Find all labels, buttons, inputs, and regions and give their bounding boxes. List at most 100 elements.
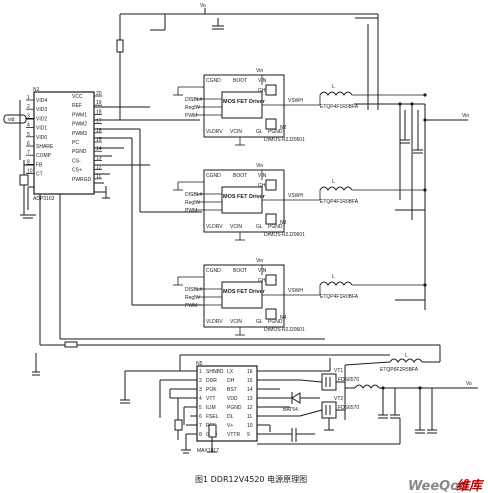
resistor-ref xyxy=(208,424,217,438)
adp-left-pin-number: 7 xyxy=(27,150,30,156)
adp-left-pin-number: 3 xyxy=(27,113,30,119)
output-bus: Vin xyxy=(354,102,469,310)
vt1-part: FDS6570 xyxy=(338,377,359,383)
high-side-fet xyxy=(265,84,277,96)
max-left-pin-number: 1 xyxy=(199,369,202,375)
adp-left-pin-name: SHARE xyxy=(36,144,54,150)
max-right-pin-number: 14 xyxy=(247,387,253,393)
adp-left-pin-name: FB xyxy=(36,162,43,168)
max-nets xyxy=(120,354,401,454)
drmos-bottom-pin: PGND xyxy=(268,224,283,230)
vid-label: vid xyxy=(8,117,15,123)
adp-left-pin-number: 4 xyxy=(27,123,30,129)
max-right-pin-name: BST xyxy=(227,387,237,393)
high-side-fet xyxy=(265,274,277,286)
max-left-pin-name: ILIM xyxy=(206,405,216,411)
mosfet-vt1 xyxy=(321,373,337,391)
max-left-pin-number: 5 xyxy=(199,405,202,411)
max-left-pin-number: 2 xyxy=(199,378,202,384)
diode-label: BAT54 xyxy=(283,407,298,413)
max-right-pin-number: 11 xyxy=(247,414,252,420)
adp-compensation xyxy=(19,160,36,219)
drmos-part: DrMOS R2J20601 xyxy=(264,137,305,143)
max-left-pin-name: VTT xyxy=(206,396,215,402)
max-left-pin-name: FSEL xyxy=(206,414,219,420)
adp-right-pin-number: 12 xyxy=(96,165,102,171)
max-ref: N5 xyxy=(196,361,203,367)
low-side-fet xyxy=(265,213,277,225)
drmos-top-pin: BOOT xyxy=(233,78,247,84)
drmos-bottom-pin: PGND xyxy=(268,319,283,325)
max-right-pin-number: 13 xyxy=(247,396,253,402)
adp-left-pin-number: 6 xyxy=(27,141,30,147)
drmos-vin-label: Vin xyxy=(256,258,263,264)
top-rail-label: Vo xyxy=(200,3,206,9)
max-left-pin-number: 8 xyxy=(199,432,202,438)
driver-core-label: MOS FET Driver xyxy=(223,289,266,295)
drmos-right-pin: VSWH xyxy=(288,288,303,294)
adp-right-pin-name: PC xyxy=(72,140,79,146)
adp-right-pin-name: CS- xyxy=(72,158,81,164)
drmos-ref: N3 xyxy=(280,220,287,226)
adp-left-pin-name: CT xyxy=(36,172,43,178)
drmos-bottom-pin: PGND xyxy=(268,129,283,135)
max-left-pin-name: DDR xyxy=(206,378,217,384)
adp-output-nets xyxy=(94,106,202,306)
resistor-r-top xyxy=(116,39,124,53)
mosfet-driver-core xyxy=(221,281,263,309)
mosfet-driver-core xyxy=(221,186,263,214)
feedback-bus xyxy=(32,194,440,376)
drmos-top-pin: CGND xyxy=(206,173,221,179)
max-right-pin-number: 12 xyxy=(247,405,253,411)
max-right-pin-name: PGND xyxy=(227,405,242,411)
low-side-fet xyxy=(265,308,277,320)
adp-left-pin-name: VID3 xyxy=(36,107,47,113)
high-side-fet xyxy=(265,179,277,191)
adp-right-pin-number: 16 xyxy=(96,128,102,134)
mosfet-vt2 xyxy=(321,401,337,419)
driver-core-label: MOS FET Driver xyxy=(223,194,266,200)
drmos-bottom-pin: VCIN xyxy=(230,224,242,230)
adp-right-pin-number: 17 xyxy=(96,119,102,125)
drmos-bottom-pin: GL xyxy=(256,224,263,230)
max-right-pin-number: 10 xyxy=(247,423,253,429)
adp-right-pin-number: 15 xyxy=(96,137,102,143)
adp-left-pin-name: VID4 xyxy=(36,98,47,104)
output-inductor xyxy=(319,281,353,286)
vt2-ref: VT2 xyxy=(334,396,343,402)
diode-bat54 xyxy=(291,392,301,404)
max-right-pin-name: V+ xyxy=(227,423,233,429)
output-inductor xyxy=(319,91,353,96)
max-left-pin-number: 3 xyxy=(199,387,202,393)
max-left-pin-number: 7 xyxy=(199,423,202,429)
inductor-ref: L xyxy=(332,274,335,280)
inductor-ref: L xyxy=(332,84,335,90)
max-left-pin-name: POK xyxy=(206,387,217,393)
drmos-left-pin: DISBL# xyxy=(185,287,202,293)
inductor-part: ETQP4F1R0BFA xyxy=(320,104,359,110)
adp-ref: N1 xyxy=(33,87,40,93)
adp-right-pin-name: REF xyxy=(72,103,82,109)
max-inductor-part: ETQP6F2R5BFA xyxy=(380,367,419,373)
max-right-pin-name: DL xyxy=(227,414,234,420)
max-left-pin-name: SHNBD xyxy=(206,369,224,375)
adp-right-pin-name: CS+ xyxy=(72,168,82,174)
resistor-ilim xyxy=(174,419,183,431)
mosfet-driver-core xyxy=(221,91,263,119)
inductor-part: ETQP4F1R0BFA xyxy=(320,199,359,205)
max-left-pin-number: 4 xyxy=(199,396,202,402)
adp-right-pin-name: PGND xyxy=(72,149,87,155)
drmos-top-pin: CGND xyxy=(206,78,221,84)
vt1-ref: VT1 xyxy=(334,368,343,374)
drmos-bottom-pin: VCIN xyxy=(230,319,242,325)
vid-input: vid xyxy=(3,100,34,160)
adp-left-pin-number: 10 xyxy=(27,169,33,175)
vo-output-label: Vo xyxy=(466,381,472,387)
adp-right-pin-number: 18 xyxy=(96,109,102,115)
max-right-pin-number: 16 xyxy=(247,369,253,375)
adp-right-pin-number: 11 xyxy=(96,174,101,180)
